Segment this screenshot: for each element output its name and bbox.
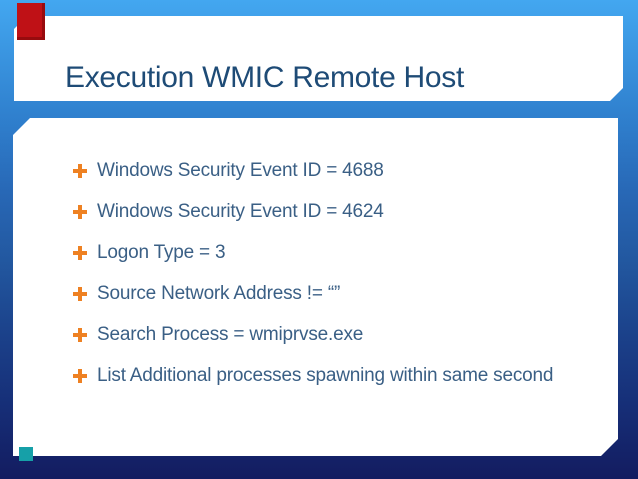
slide-title: Execution WMIC Remote Host bbox=[65, 61, 464, 94]
plus-icon bbox=[73, 369, 87, 383]
plus-icon bbox=[73, 246, 87, 260]
bullet-text: Windows Security Event ID = 4688 bbox=[97, 160, 384, 181]
plus-icon bbox=[73, 328, 87, 342]
bullet-text: Source Network Address != “” bbox=[97, 283, 341, 304]
bullet-text: Windows Security Event ID = 4624 bbox=[97, 201, 384, 222]
plus-icon bbox=[73, 287, 87, 301]
content-card: Windows Security Event ID = 4688 Windows… bbox=[13, 118, 618, 456]
bullet-item: Windows Security Event ID = 4688 bbox=[73, 158, 600, 184]
bullet-item: List Additional processes spawning withi… bbox=[73, 363, 600, 389]
plus-icon bbox=[73, 164, 87, 178]
bullet-text: Logon Type = 3 bbox=[97, 242, 226, 263]
bullet-text: List Additional processes spawning withi… bbox=[97, 365, 554, 386]
bullet-list: Windows Security Event ID = 4688 Windows… bbox=[73, 158, 600, 389]
title-card: Execution WMIC Remote Host bbox=[14, 16, 623, 101]
bullet-item: Windows Security Event ID = 4624 bbox=[73, 199, 600, 225]
bullet-item: Search Process = wmiprvse.exe bbox=[73, 322, 600, 348]
teal-accent-square bbox=[19, 447, 33, 461]
bullet-item: Source Network Address != “” bbox=[73, 281, 600, 307]
bullet-item: Logon Type = 3 bbox=[73, 240, 600, 266]
bullet-text: Search Process = wmiprvse.exe bbox=[97, 324, 364, 345]
red-accent-tab bbox=[17, 3, 45, 40]
plus-icon bbox=[73, 205, 87, 219]
